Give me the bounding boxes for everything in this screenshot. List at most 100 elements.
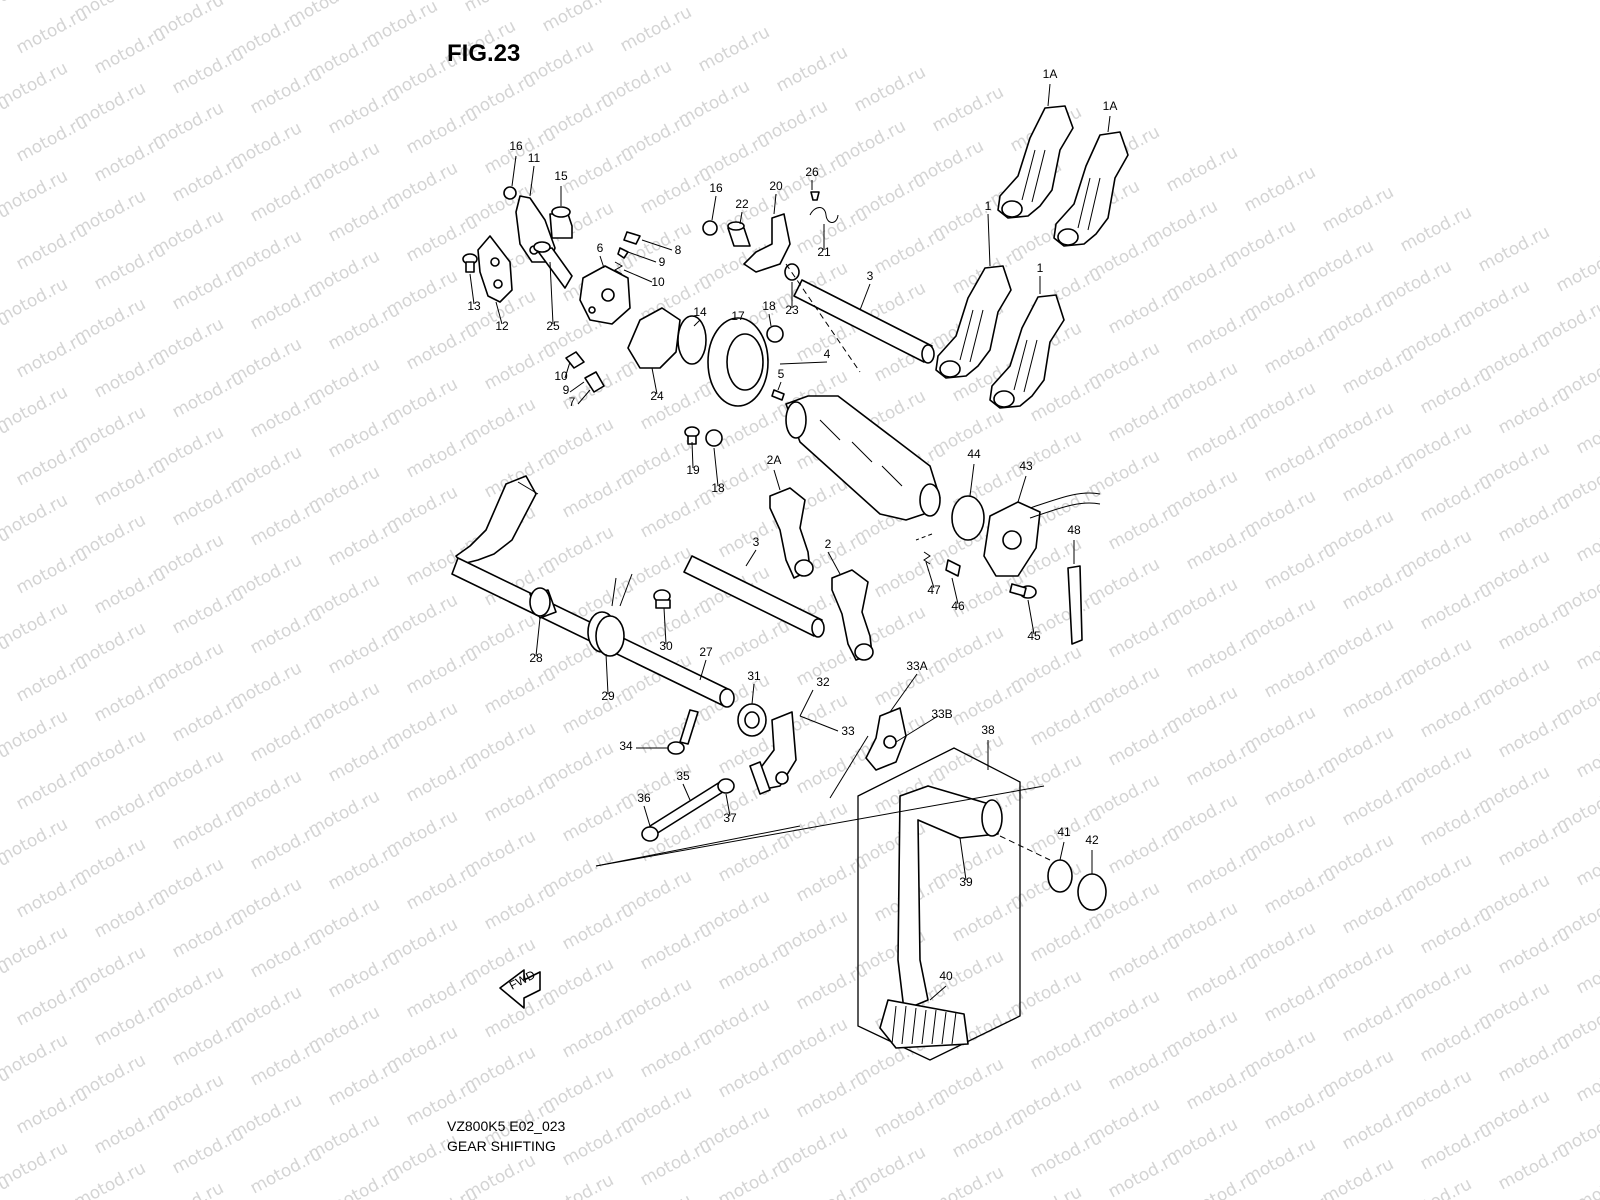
watermark-text: motod.ru: [169, 476, 247, 530]
callout-leader-line: [535, 617, 541, 657]
callout-leader-line: [777, 381, 782, 391]
watermark-text: motod.ru: [637, 596, 715, 650]
watermark-text: motod.ru: [481, 340, 559, 394]
callout-leader-line: [693, 319, 701, 327]
pin-5: [771, 389, 785, 401]
watermark-text: motod.ru: [325, 840, 403, 894]
callout-label: 5: [778, 367, 785, 381]
callout-label: 1: [985, 199, 992, 213]
callout-label: 1A: [1043, 67, 1058, 81]
watermark-text: motod.ru: [1183, 628, 1261, 682]
watermark-text: motod.ru: [1183, 952, 1261, 1006]
watermark-text: motod.ru: [715, 1048, 793, 1102]
callout-label: 16: [709, 181, 723, 195]
watermark-text: motod.ru: [91, 24, 169, 78]
watermark-text: motod.ru: [1339, 992, 1417, 1046]
watermark-text: motod.ru: [1183, 304, 1261, 358]
watermark-text: motod.ru: [715, 1156, 793, 1200]
callout-label: 20: [769, 179, 783, 193]
watermark-text: motod.ru: [1495, 1032, 1573, 1086]
watermark-text: motod.ru: [1261, 756, 1339, 810]
callout-label: 4: [824, 347, 831, 361]
watermark-text: motod.ru: [0, 706, 71, 760]
watermark-text: motod.ru: [1007, 1182, 1085, 1200]
callout-label: 2A: [767, 453, 782, 467]
callout-label: 12: [495, 319, 509, 333]
watermark-text: motod.ru: [617, 2, 695, 56]
watermark-text: motod.ru: [403, 104, 481, 158]
callout-leader-line: [859, 283, 871, 311]
watermark-text: motod.ru: [325, 516, 403, 570]
watermark-text: motod.ru: [559, 144, 637, 198]
callout-leader-line: [1027, 599, 1035, 635]
o-ring-44: [951, 495, 985, 541]
callout-label: 45: [1027, 629, 1041, 643]
callout-leader-line: [773, 193, 777, 215]
watermark-text: motod.ru: [1105, 608, 1183, 662]
callout-leader-line: [959, 837, 967, 881]
nut-16: [503, 186, 517, 200]
watermark-text: motod.ru: [325, 732, 403, 786]
bearing-17: [707, 317, 769, 407]
watermark-text: motod.ru: [325, 84, 403, 138]
watermark-text: motod.ru: [169, 260, 247, 314]
callout-leader-line: [745, 549, 757, 567]
pawl-8: [623, 231, 641, 245]
callout-label: 10: [554, 369, 568, 383]
watermark-text: motod.ru: [1495, 384, 1573, 438]
watermark-text: motod.ru: [325, 408, 403, 462]
callout-leader-line: [827, 551, 841, 575]
footrest-rubber-40: [879, 999, 969, 1049]
watermark-text: motod.ru: [1261, 648, 1339, 702]
watermark-text: motod.ru: [461, 0, 539, 16]
callout-label: 14: [693, 305, 707, 319]
watermark-text: motod.ru: [1105, 1040, 1183, 1094]
watermark-text: motod.ru: [1261, 540, 1339, 594]
callout-label: 13: [467, 299, 481, 313]
watermark-text: motod.ru: [13, 220, 91, 274]
watermark-text: motod.ru: [91, 564, 169, 618]
bolt-15: [549, 206, 573, 239]
watermark-text: motod.ru: [1573, 944, 1600, 998]
callout-leader-line: [799, 715, 839, 732]
callout-label: 24: [650, 389, 664, 403]
callout-leader-line: [511, 155, 517, 187]
washer-18-lower: [705, 429, 723, 447]
shift-fork-2a: [769, 487, 814, 579]
wire-clamp-48: [1067, 565, 1083, 645]
watermark-text: motod.ru: [0, 814, 71, 868]
callout-leader-line: [663, 607, 667, 645]
watermark-text: motod.ru: [1573, 404, 1600, 458]
watermark-text: motod.ru: [1339, 452, 1417, 506]
callout-label: 35: [676, 769, 690, 783]
pin-9: [617, 247, 629, 259]
watermark-text: motod.ru: [1241, 162, 1319, 216]
watermark-text: motod.ru: [1027, 1020, 1105, 1074]
callout-leader-line: [699, 659, 707, 681]
watermark-text: motod.ru: [539, 0, 617, 36]
callout-leader-line: [569, 381, 585, 393]
watermark-text: motod.ru: [637, 1028, 715, 1082]
watermark-text: motod.ru: [247, 496, 325, 550]
watermark-text: motod.ru: [1319, 182, 1397, 236]
watermark-text: motod.ru: [169, 584, 247, 638]
callout-leader-line: [1017, 475, 1027, 503]
gearshift-arm: [455, 475, 539, 565]
callout-leader-line: [751, 683, 755, 705]
watermark-text: motod.ru: [871, 1088, 949, 1142]
watermark-text: motod.ru: [1105, 824, 1183, 878]
watermark-text: motod.ru: [637, 380, 715, 434]
watermark-text: motod.ru: [403, 1184, 481, 1200]
watermark-text: motod.ru: [1553, 242, 1600, 296]
watermark-text: motod.ru: [1573, 620, 1600, 674]
bolt-30: [653, 589, 671, 609]
watermark-text: motod.ru: [793, 204, 871, 258]
callout-leader-line: [549, 261, 554, 325]
watermark-text: motod.ru: [13, 868, 91, 922]
watermark-text: motod.ru: [91, 132, 169, 186]
callout-leader-line: [739, 211, 743, 225]
callout-label: 3: [753, 535, 760, 549]
watermark-text: motod.ru: [91, 780, 169, 834]
callout-leader-line: [711, 195, 717, 221]
watermark-text: motod.ru: [247, 820, 325, 874]
